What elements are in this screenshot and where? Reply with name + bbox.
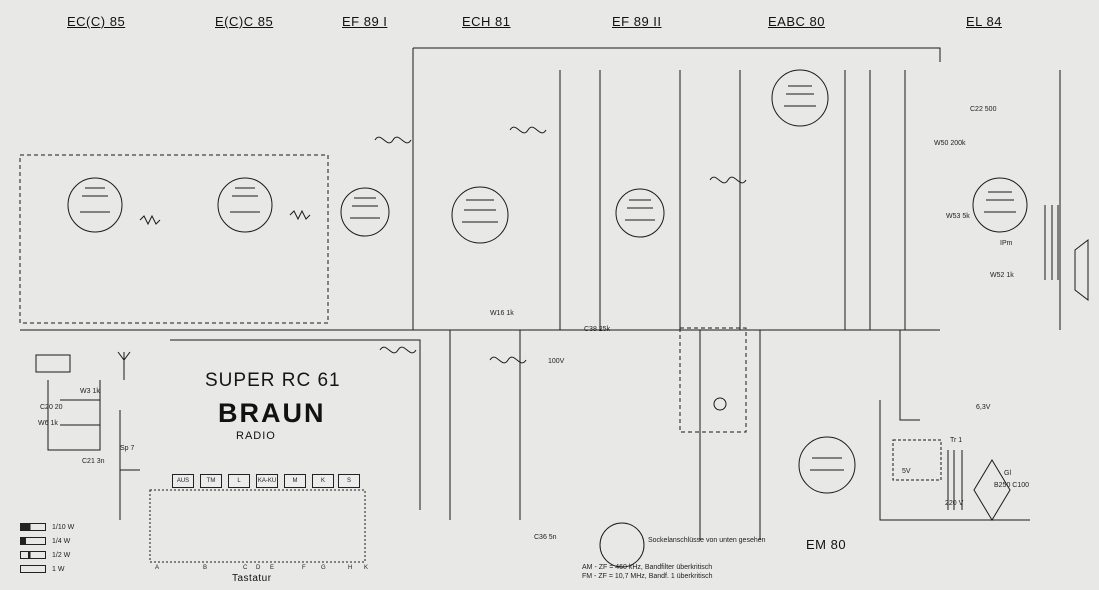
tube-el84 bbox=[972, 177, 1028, 233]
component-label: B250 C100 bbox=[994, 482, 1030, 489]
tube-ef89-1 bbox=[340, 187, 390, 237]
shield-box bbox=[679, 327, 747, 433]
coil-icon bbox=[289, 209, 311, 221]
component-label: W3 1k bbox=[80, 388, 100, 395]
component-label: W16 1k bbox=[490, 310, 514, 317]
tube-label: EABC 80 bbox=[768, 14, 825, 29]
tube-label: EF 89 I bbox=[342, 14, 388, 29]
key-letter: B bbox=[203, 565, 208, 571]
key-letter: G bbox=[321, 565, 326, 571]
tube-label: EF 89 II bbox=[612, 14, 662, 29]
legend-label: 1/10 W bbox=[52, 523, 75, 531]
tube-ecc85-1 bbox=[67, 177, 123, 233]
component-label: C36 5n bbox=[534, 534, 557, 541]
socket-note: Sockelanschlüsse von unten gesehen bbox=[648, 537, 766, 544]
resistor-symbol-icon bbox=[20, 551, 46, 559]
component-label: IPm bbox=[1000, 240, 1013, 247]
hv-bus bbox=[413, 47, 941, 62]
legend-row: 1/4 W bbox=[20, 537, 70, 545]
legend-label: 1/2 W bbox=[52, 551, 71, 559]
component-label: C20 20 bbox=[40, 404, 63, 411]
power-transformer bbox=[892, 439, 1011, 521]
legend-label: 1/4 W bbox=[52, 537, 71, 545]
bus-line bbox=[170, 339, 421, 510]
coil-icon bbox=[709, 176, 747, 184]
tube-label: E(C)C 85 bbox=[215, 14, 274, 29]
legend-row: 1/2 W bbox=[20, 551, 70, 559]
coil-icon bbox=[509, 126, 547, 134]
legend-row: 1 W bbox=[20, 565, 64, 573]
component-label: W50 200k bbox=[934, 140, 966, 147]
component-label: C22 500 bbox=[970, 106, 997, 113]
legend-label: 1 W bbox=[52, 565, 65, 573]
model-title: SUPER RC 61 bbox=[205, 370, 341, 391]
resistor-symbol-icon bbox=[20, 523, 46, 531]
coil-icon bbox=[489, 356, 527, 364]
tube-label: ECH 81 bbox=[462, 14, 511, 29]
lamp-icon bbox=[713, 397, 727, 411]
keyboard-outline bbox=[149, 489, 366, 563]
tube-ech81 bbox=[451, 186, 509, 244]
key-letter: F bbox=[302, 565, 306, 571]
legend-row: 1/10 W bbox=[20, 523, 74, 531]
coil-icon bbox=[139, 214, 161, 226]
bus-line bbox=[844, 70, 1061, 330]
key-tm: TM bbox=[200, 474, 222, 488]
key-s: S bbox=[338, 474, 360, 488]
key-k: K bbox=[312, 474, 334, 488]
key-ka-ku: KA-KU bbox=[256, 474, 278, 488]
bus-line bbox=[559, 70, 741, 330]
loop-line bbox=[47, 380, 101, 451]
component-label: C21 3n bbox=[82, 458, 105, 465]
bus-line bbox=[879, 400, 1030, 521]
key-letter: K bbox=[364, 565, 369, 571]
key-letter: C bbox=[243, 565, 248, 571]
coil-icon bbox=[374, 136, 412, 144]
key-letter: E bbox=[270, 565, 275, 571]
component-label: Tr 1 bbox=[950, 437, 963, 444]
tube-socket-diagram bbox=[599, 522, 645, 568]
key-aus: AUS bbox=[172, 474, 194, 488]
component-label: W53 5k bbox=[946, 213, 970, 220]
key-l: L bbox=[228, 474, 250, 488]
keyboard-label: Tastatur bbox=[232, 573, 272, 584]
component-label: 6,3V bbox=[976, 404, 991, 411]
indicator-tube-label: EM 80 bbox=[806, 537, 847, 552]
tube-eabc80 bbox=[771, 69, 829, 127]
dial-lamp-box bbox=[35, 354, 71, 373]
key-m: M bbox=[284, 474, 306, 488]
component-label: Gl bbox=[1004, 470, 1011, 477]
output-transformer bbox=[1044, 205, 1089, 302]
component-label: 100V bbox=[548, 358, 565, 365]
key-letter: D bbox=[256, 565, 261, 571]
tube-label: EC(C) 85 bbox=[67, 14, 126, 29]
component-label: W52 1k bbox=[990, 272, 1014, 279]
shield-box bbox=[19, 154, 329, 324]
if-note-am: AM - ZF = 460 kHz, Bandfilter überkritis… bbox=[582, 564, 713, 571]
bus-line bbox=[699, 330, 920, 540]
tube-label: EL 84 bbox=[966, 14, 1002, 29]
tube-em80 bbox=[798, 436, 856, 494]
antenna-icon bbox=[117, 351, 131, 380]
bus-line bbox=[119, 410, 140, 520]
component-label: Sp 7 bbox=[120, 445, 135, 452]
tube-ef89-2 bbox=[615, 188, 665, 238]
coil-icon bbox=[379, 346, 417, 354]
loop-line bbox=[60, 399, 100, 426]
tube-ecc85-2 bbox=[217, 177, 273, 233]
resistor-symbol-icon bbox=[20, 565, 46, 573]
if-note-fm: FM - ZF = 10,7 MHz, Bandf. 1 überkritisc… bbox=[582, 573, 713, 580]
key-letter: H bbox=[348, 565, 353, 571]
component-label: 5V bbox=[902, 468, 911, 475]
resistor-symbol-icon bbox=[20, 537, 46, 545]
key-letter: A bbox=[155, 565, 160, 571]
brand-subtitle: RADIO bbox=[236, 430, 276, 442]
brand-logo: BRAUN bbox=[218, 398, 326, 428]
